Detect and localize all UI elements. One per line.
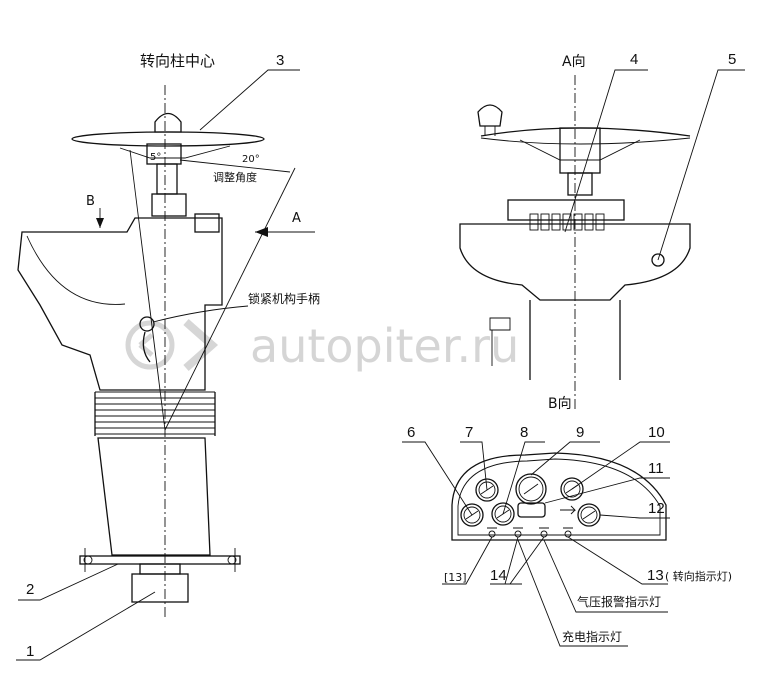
view-b-title: B向: [548, 396, 572, 412]
callout-3: 3: [276, 52, 284, 69]
gauge-8: [491, 502, 515, 526]
turn-signal-label: ( 转向指示灯): [665, 569, 732, 583]
callout-5: 5: [728, 51, 736, 68]
front-view-a: A向 B向: [459, 54, 691, 412]
column-end-flange: [131, 573, 189, 603]
gauge-9: [515, 473, 547, 505]
watermark: autopiter.ru: [125, 319, 519, 373]
callout-7: 7: [465, 424, 473, 441]
watermark-text: autopiter.ru: [250, 319, 519, 373]
panel-housing: [451, 452, 667, 541]
callout-6: 6: [407, 424, 415, 441]
angle-20-label: 20°: [242, 154, 260, 165]
callout-11: 11: [648, 460, 664, 477]
lock-handle-knob: [139, 316, 155, 332]
lock-knob-front: [651, 253, 665, 267]
switch-block: [507, 199, 625, 221]
left-callouts: 3 2 1: [16, 52, 300, 661]
angle-5-label: 5°: [150, 152, 161, 163]
callout-13-left: [13]: [444, 571, 467, 584]
view-a-title: A向: [562, 54, 586, 70]
column-collar: [151, 193, 187, 217]
callout-10: 10: [648, 424, 665, 441]
bellows-boot: [94, 391, 216, 436]
switch-row: [529, 213, 605, 231]
callout-14: 14: [490, 567, 507, 584]
callout-9: 9: [576, 424, 584, 441]
mounting-plate: [79, 555, 241, 565]
odometer-11: [517, 502, 546, 518]
callout-1: 1: [26, 643, 34, 660]
adjust-angle-label: 调整角度: [213, 170, 257, 184]
front-wheel-rim: [480, 127, 691, 137]
callout-8: 8: [520, 424, 528, 441]
wheel-spoke: [119, 145, 231, 159]
panel-callouts: 6 7 8 9 10 11 12 [13] 13 ( 转向指示灯) 14 气压报…: [402, 424, 732, 647]
callout-4: 4: [630, 51, 638, 68]
air-warning-label: 气压报警指示灯: [577, 594, 661, 609]
callout-12: 12: [648, 500, 665, 517]
front-column-top: [559, 127, 601, 174]
callout-2: 2: [26, 581, 34, 598]
dash-cowl: [17, 217, 223, 391]
right-top-callouts: 4 5: [564, 51, 745, 261]
indicator-lights: [487, 505, 577, 538]
horn-knob: [154, 112, 182, 133]
instrument-panel: [451, 452, 667, 541]
front-dash-cowl: [459, 223, 691, 301]
lower-housing: [97, 437, 211, 556]
lock-handle-label: 锁紧机构手柄: [248, 291, 320, 306]
gauge-12: [577, 503, 601, 527]
column-center-label: 转向柱中心: [140, 52, 215, 70]
view-b-arrow-label: B: [86, 194, 95, 209]
view-a-arrow-label: A: [292, 211, 301, 226]
upper-column: [156, 163, 178, 195]
charge-indicator-label: 充电指示灯: [562, 629, 622, 644]
callout-13-right: 13: [647, 567, 664, 584]
left-side-view: 转向柱中心 5° 20° 调整角度 B A 锁紧机构手柄: [17, 52, 320, 620]
column-switch: [194, 213, 220, 233]
